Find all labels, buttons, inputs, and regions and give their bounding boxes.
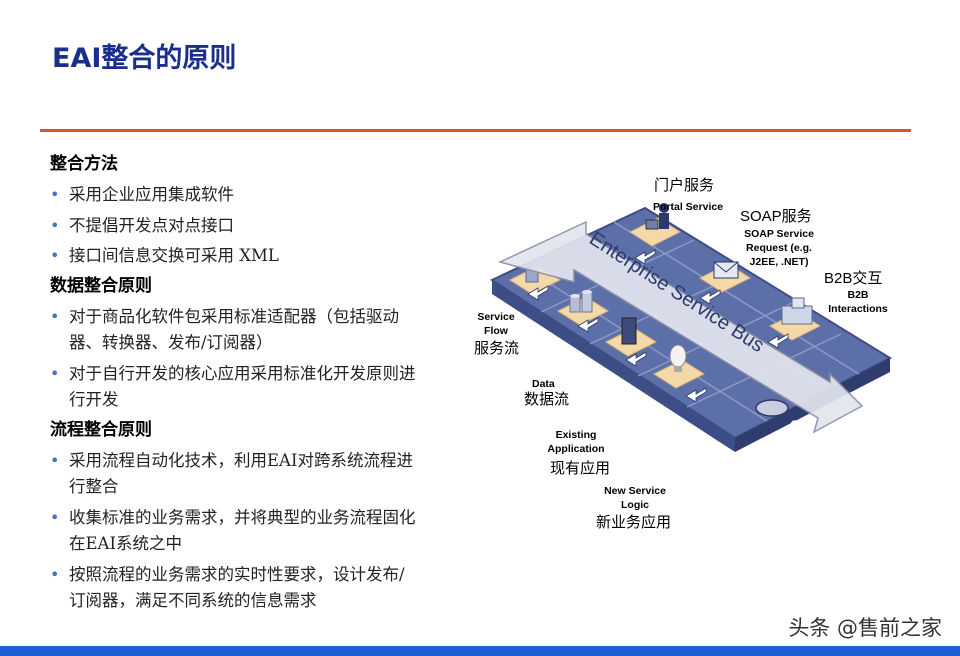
section-list: •采用流程自动化技术，利用EAI对跨系统流程进行整合 •收集标准的业务需求，并将… [50, 448, 420, 615]
building-icon [781, 297, 813, 325]
bus-arrow [497, 220, 864, 434]
soap-label-en: SOAP Service Request (e.g. J2EE, .NET) [744, 228, 814, 268]
list-item: •对于商品化软件包采用标准适配器（包括驱动器、转换器、发布/订阅器） [50, 304, 420, 357]
section-list: •采用企业应用集成软件 •不提倡开发点对点接口 •接口间信息交换可采用 XML [50, 182, 420, 270]
list-item: •采用流程自动化技术，利用EAI对跨系统流程进行整合 [50, 448, 420, 501]
esb-diagram: Enterprise Service Bus Common Runtime En… [470, 170, 947, 540]
bottom-bar [0, 646, 960, 656]
list-item: •收集标准的业务需求，并将典型的业务流程固化在EAI系统之中 [50, 505, 420, 558]
portal-label-en: Portal Service [653, 201, 724, 213]
bullet-icon: • [50, 185, 60, 204]
flow-label-en: Service Flow [477, 311, 515, 337]
page-title: EAI整合的原则 [52, 43, 237, 74]
portal-label-zh: 门户服务 [654, 177, 715, 194]
list-item: •对于自行开发的核心应用采用标准化开发原则进行开发 [50, 361, 420, 414]
section-heading: 流程整合原则 [50, 419, 152, 440]
bullet-icon: • [50, 507, 60, 527]
section-list: •对于商品化软件包采用标准适配器（包括驱动器、转换器、发布/订阅器） •对于自行… [50, 304, 420, 414]
database-icon [569, 290, 593, 313]
title-divider [40, 129, 911, 132]
bullet-icon: • [50, 450, 60, 470]
lightbulb-icon [669, 344, 687, 372]
bullet-icon: • [50, 306, 60, 326]
data-label-zh: 数据流 [524, 391, 570, 408]
newlogic-label-en: New Service Logic [604, 485, 666, 511]
existing-label-zh: 现有应用 [550, 460, 611, 477]
b2b-label-en: B2B Interactions [828, 289, 888, 315]
list-item: •采用企业应用集成软件 [50, 182, 420, 209]
runtime-label: Common Runtime Environment [786, 416, 930, 528]
data-label-en: Data [532, 378, 555, 390]
server-icon [621, 317, 637, 345]
person-computer-icon [645, 203, 669, 230]
envelope-icon [713, 261, 739, 279]
watermark: 头条 @售前之家 [788, 616, 942, 640]
list-item: •不提倡开发点对点接口 [50, 213, 420, 240]
principles-list: 整合方法 •采用企业应用集成软件 •不提倡开发点对点接口 •接口间信息交换可采用… [50, 152, 420, 619]
section-heading: 数据整合原则 [50, 275, 152, 296]
exchange-arrows [527, 249, 789, 403]
bullet-icon: • [50, 363, 60, 383]
platform-edge-left [492, 280, 735, 452]
list-item: •接口间信息交换可采用 XML [50, 243, 420, 270]
section-heading: 整合方法 [50, 154, 118, 174]
soap-label-zh: SOAP服务 [740, 208, 812, 225]
b2b-label-zh: B2B交互 [824, 270, 883, 287]
newlogic-label-zh: 新业务应用 [596, 514, 672, 531]
bullet-icon: • [50, 564, 60, 584]
esb-diagram-graphic: Enterprise Service Bus Common Runtime En… [489, 203, 947, 528]
bullet-icon: • [50, 215, 60, 235]
flow-label-zh: 服务流 [474, 340, 520, 357]
list-item: •按照流程的业务需求的实时性要求，设计发布/订阅器，满足不同系统的信息需求 [50, 562, 420, 615]
runtime-node [755, 399, 789, 417]
existing-label-en: Existing Application [547, 429, 605, 455]
bullet-icon: • [50, 246, 60, 265]
